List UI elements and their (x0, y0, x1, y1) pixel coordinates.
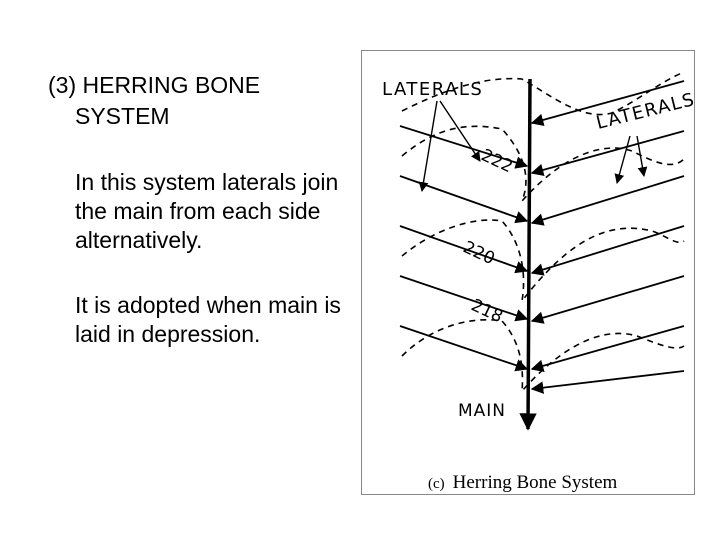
heading-line-2: SYSTEM (75, 103, 170, 129)
contour-line-top (401, 72, 683, 116)
contour-label-220: 220 (460, 237, 498, 269)
left-lateral-1 (399, 125, 529, 169)
label-pointers (418, 100, 648, 192)
herring-bone-diagram: LATERALS LATERALS 222 220 218 MAIN (c) H… (382, 72, 696, 493)
right-laterals (530, 80, 685, 394)
right-lateral-6 (530, 325, 685, 372)
label-main: MAIN (458, 401, 506, 421)
contour-label-222: 222 (478, 145, 516, 177)
right-lateral-4 (530, 225, 685, 276)
pointer-right-2 (614, 135, 631, 184)
left-laterals (399, 125, 529, 372)
left-lateral-5 (399, 325, 529, 372)
right-lateral-3 (530, 175, 685, 226)
contour-line-218 (401, 318, 685, 394)
main-drain (519, 78, 537, 431)
left-lateral-3 (399, 225, 529, 274)
paragraph-usage: It is adopted when main is laid in depre… (75, 292, 341, 347)
slide-heading: (3) HERRING BONE SYSTEM (48, 70, 358, 132)
right-lateral-2 (530, 130, 685, 177)
pointer-right-1 (636, 135, 648, 177)
caption-title: Herring Bone System (453, 472, 618, 493)
contour-line-220 (401, 219, 685, 302)
herring-bone-figure: LATERALS LATERALS 222 220 218 MAIN (c) H… (361, 50, 696, 495)
right-lateral-1 (530, 80, 685, 127)
contour-line-222 (401, 125, 685, 202)
pointer-left-1 (418, 100, 438, 192)
left-lateral-2 (399, 175, 529, 224)
pointer-left-2 (439, 100, 481, 162)
heading-line-1: (3) HERRING BONE (48, 72, 261, 98)
label-laterals-left: LATERALS (382, 79, 483, 100)
contour-label-218: 218 (468, 295, 506, 327)
label-laterals-right: LATERALS (594, 89, 696, 134)
paragraph-description: In this system laterals join the main fr… (75, 169, 339, 253)
right-lateral-7 (530, 370, 685, 394)
contour-lines (401, 72, 685, 394)
caption-prefix: (c) (428, 476, 445, 492)
left-lateral-4 (399, 275, 529, 322)
right-lateral-5 (530, 275, 685, 324)
figure-caption: (c) Herring Bone System (428, 472, 618, 493)
text-column: (3) HERRING BONE SYSTEM In this system l… (48, 70, 358, 349)
